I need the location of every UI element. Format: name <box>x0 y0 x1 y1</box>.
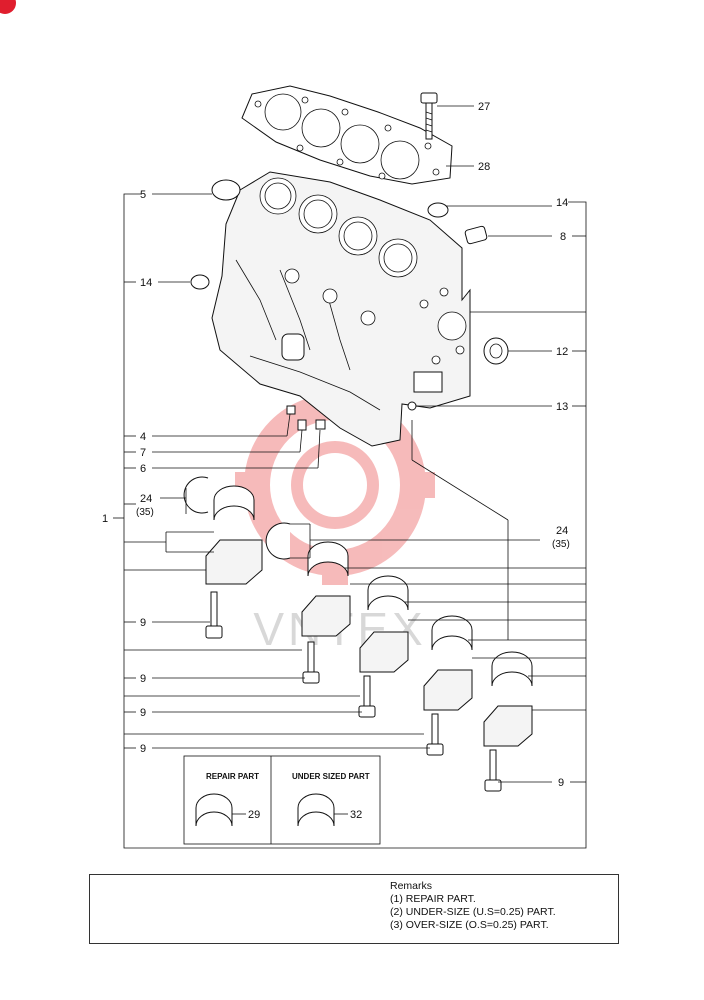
head-bolt <box>420 92 438 140</box>
callout-9-c: 9 <box>140 707 146 719</box>
callout-13: 13 <box>556 401 568 413</box>
callout-9-b: 9 <box>140 673 146 685</box>
callout-12: 12 <box>556 346 568 358</box>
callout-8: 8 <box>560 231 566 243</box>
main-bearing <box>213 485 533 687</box>
callout-4: 4 <box>140 431 146 443</box>
bearing-cap <box>205 539 533 747</box>
callout-9-a: 9 <box>140 617 146 629</box>
head-gasket <box>241 85 453 185</box>
remarks-title: Remarks <box>390 880 433 892</box>
remarks-box: Remarks (1) REPAIR PART. (2) UNDER-SIZE … <box>89 874 619 944</box>
undersized-part-title: UNDER SIZED PART <box>292 772 370 781</box>
plug-8 <box>464 225 488 245</box>
callout-7: 7 <box>140 447 146 459</box>
plug-14-top <box>427 202 449 218</box>
callout-32: 32 <box>350 809 362 821</box>
callout-27: 27 <box>478 101 490 113</box>
callout-29: 29 <box>248 809 260 821</box>
thrust-washer-left <box>183 476 209 514</box>
plug-14-left <box>190 274 210 290</box>
callout-28: 28 <box>478 161 490 173</box>
plug-5 <box>211 179 241 201</box>
callout-14-top: 14 <box>556 197 568 209</box>
remarks-text: Remarks (1) REPAIR PART. (2) UNDER-SIZE … <box>390 880 556 932</box>
callout-24-left: 24 <box>140 493 152 505</box>
plug-4 <box>286 405 296 415</box>
callout-6: 6 <box>140 463 146 475</box>
callout-24-right: 24 <box>556 525 568 537</box>
remarks-line-1: (1) REPAIR PART. <box>390 893 476 905</box>
repair-bearing-icon <box>195 793 233 827</box>
callout-9-e: 9 <box>558 777 564 789</box>
inset-boxes-frame <box>183 755 381 845</box>
remarks-line-3: (3) OVER-SIZE (O.S=0.25) PART. <box>390 919 549 931</box>
remarks-line-2: (2) UNDER-SIZE (U.S=0.25) PART. <box>390 906 556 918</box>
plug-7 <box>297 419 307 431</box>
undersize-bearing-icon <box>297 793 335 827</box>
cylinder-block <box>211 171 471 447</box>
callout-9-d: 9 <box>140 743 146 755</box>
pin-13 <box>407 401 417 411</box>
cap-bolt <box>205 591 502 792</box>
thrust-washer-right <box>265 522 291 560</box>
callout-5: 5 <box>140 189 146 201</box>
callout-14-left: 14 <box>140 277 152 289</box>
plug-6 <box>315 419 326 430</box>
callout-1: 1 <box>102 513 108 525</box>
callout-35-left: (35) <box>136 507 154 518</box>
corner-badge <box>0 0 16 14</box>
callout-35-right: (35) <box>552 539 570 550</box>
repair-part-title: REPAIR PART <box>206 772 259 781</box>
